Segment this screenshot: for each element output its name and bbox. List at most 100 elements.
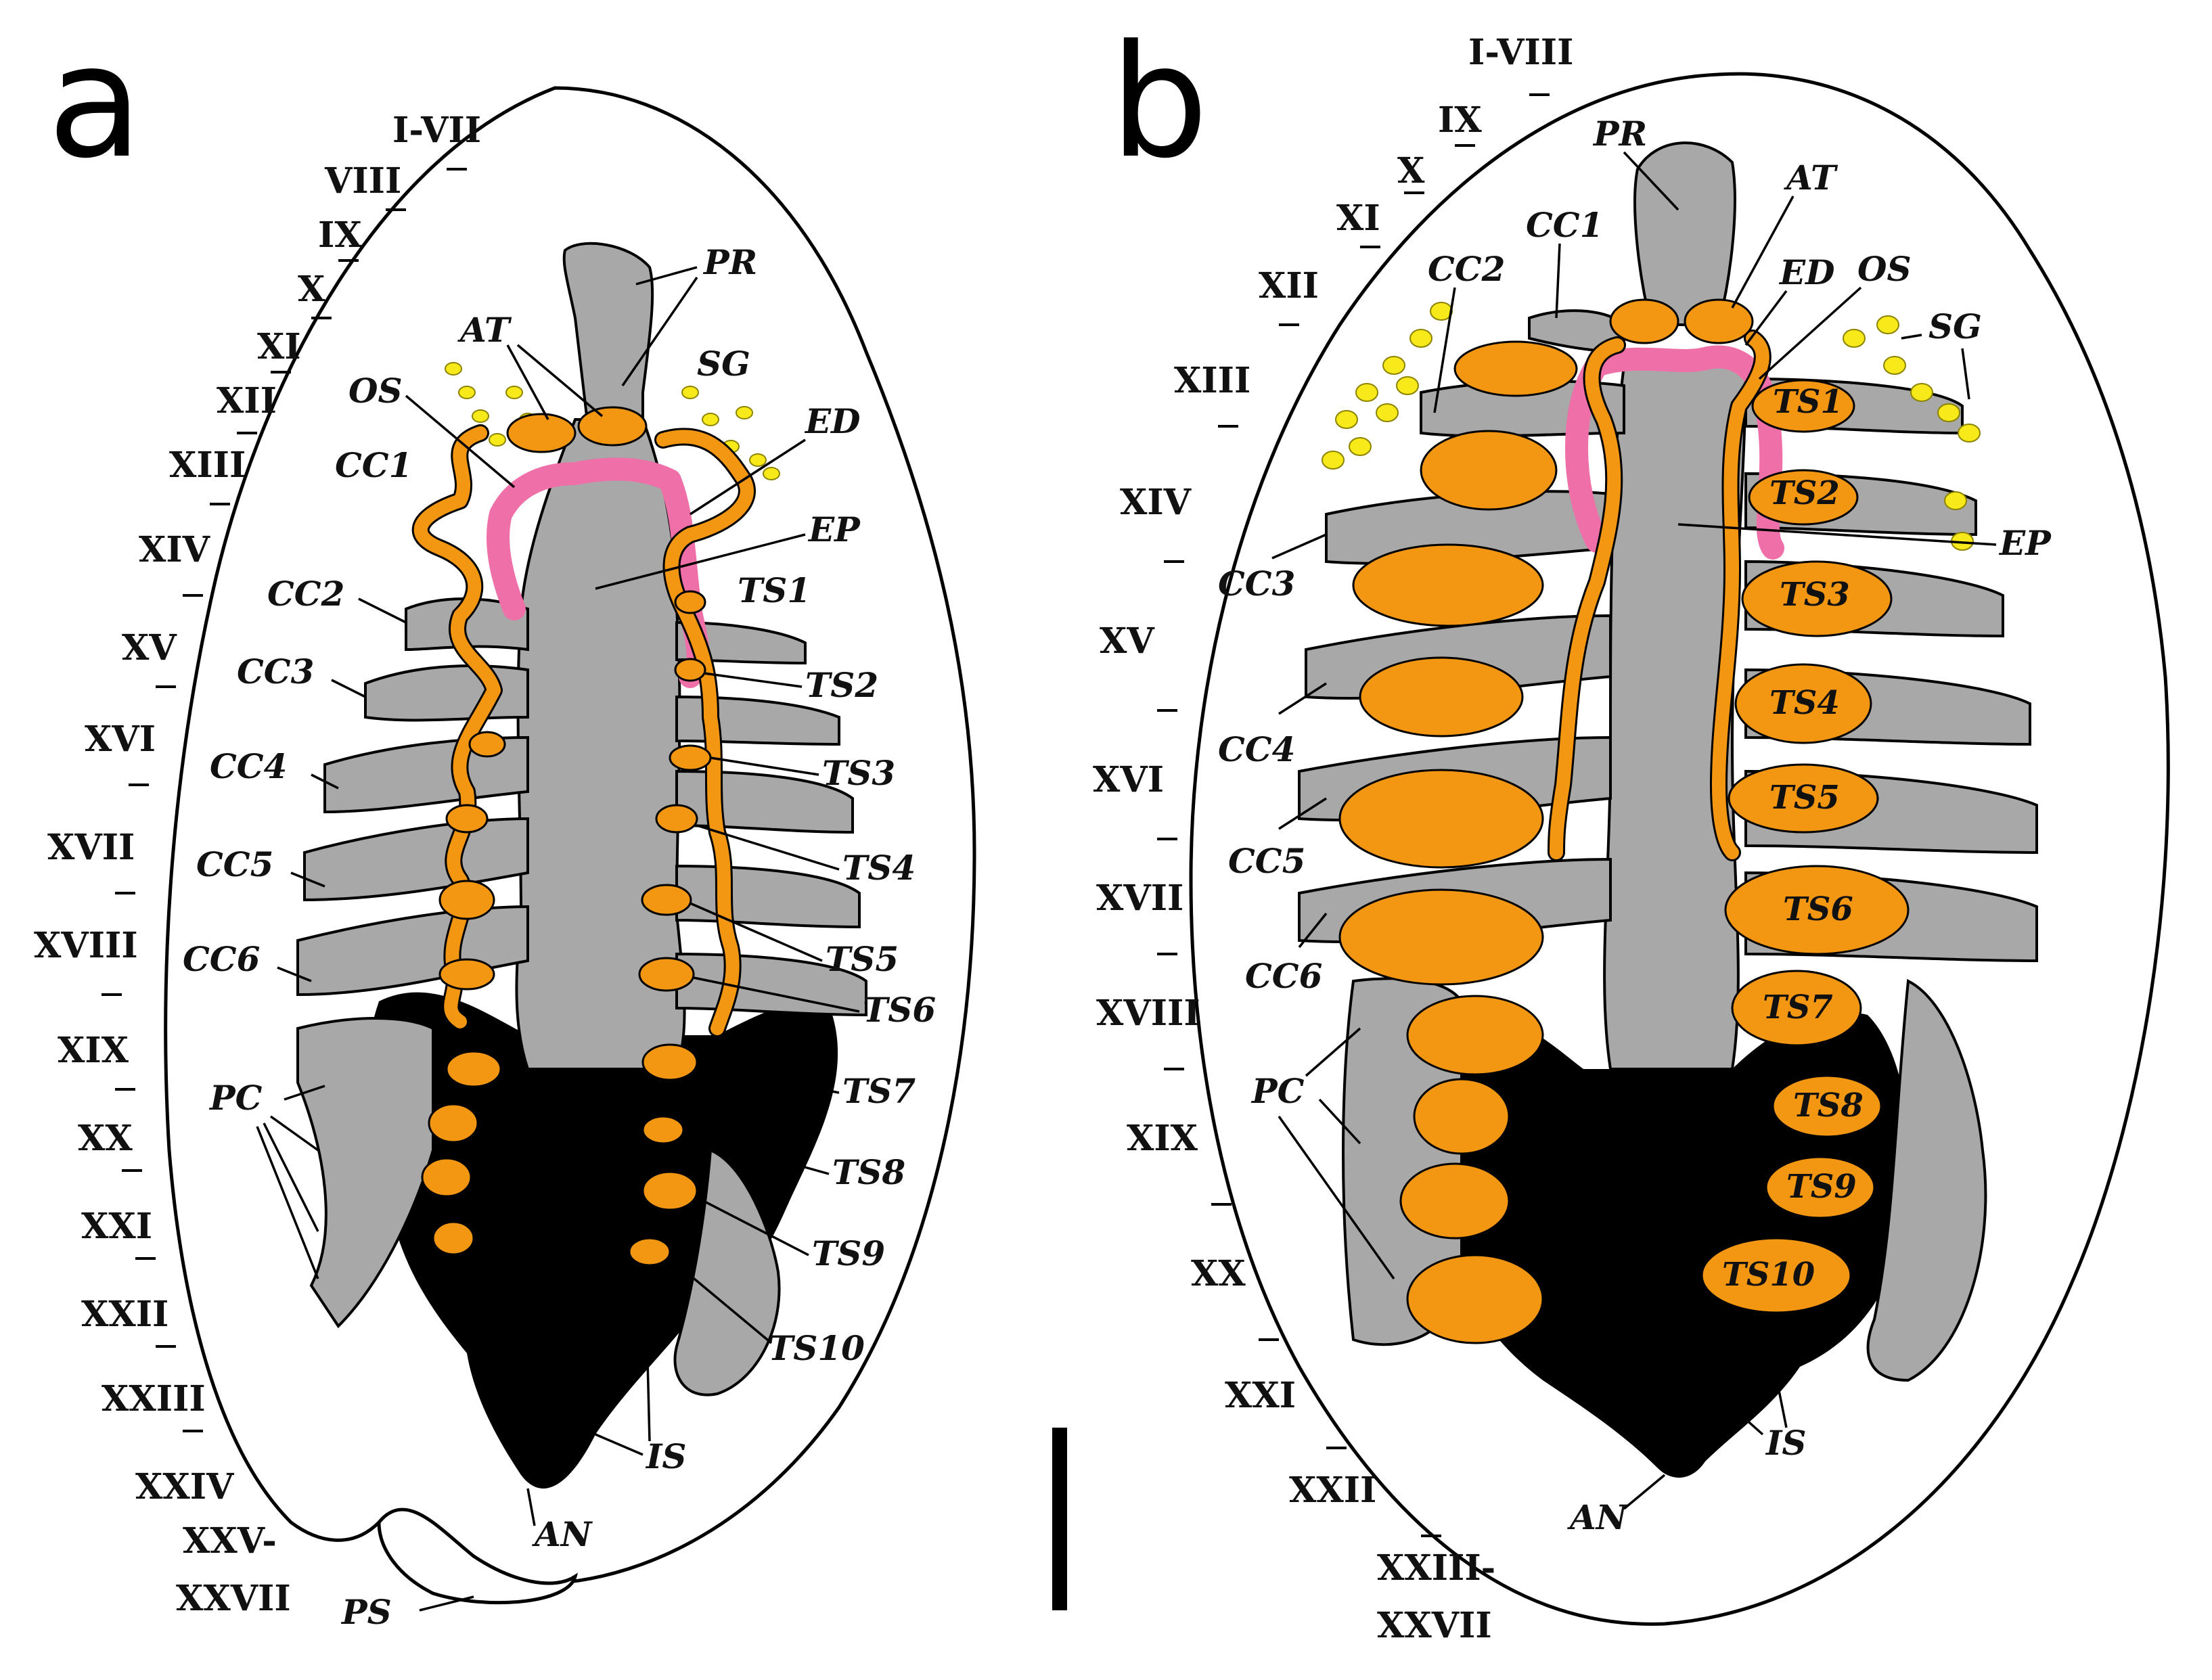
left-ganglion [1420,430,1558,511]
segment-label: XX [78,1118,133,1159]
segment-label: XVIII [1096,993,1200,1034]
label-ts9: TS9 [812,1233,885,1273]
left-ganglion [1406,995,1544,1076]
left-ganglion [438,958,495,991]
label-ts8: TS8 [832,1152,905,1192]
cc-process [405,597,529,652]
left-ganglion [1399,1162,1510,1240]
panel-b-letter: b [1110,12,1209,193]
salivary-gland-cell [1376,403,1399,422]
segment-label: XI [1336,198,1380,239]
label-at: AT [457,310,512,350]
label-ts5: TS5 [826,939,899,979]
panel-a: a [34,12,976,1632]
segment-label: XXVII [176,1578,291,1619]
ts5-ganglion [641,884,692,916]
ts1-ganglion [1751,379,1855,433]
segment-label: IX [1438,99,1482,141]
label-cc6: CC6 [1245,956,1322,996]
ts9-ganglion [1765,1156,1876,1219]
label-ep: EP [807,509,861,549]
segment-label: XIII [1174,360,1250,401]
segment-label: XII [217,380,277,422]
salivary-gland-cell [1937,403,1960,422]
ts4-ganglion [1734,663,1872,744]
left-ganglion [432,1221,475,1256]
salivary-gland-cell [445,362,462,376]
label-cc5: CC5 [196,844,273,884]
segment-label: XXII [81,1294,168,1335]
leader-line [1271,533,1327,560]
label-cc6: CC6 [183,939,260,979]
segment-label: XX [1191,1253,1246,1294]
ts3-ganglion [1741,560,1893,637]
left-ganglion [468,731,506,758]
leader-line [331,679,366,698]
supraesophageal-ganglion [506,413,577,453]
ts9-ganglion [641,1171,698,1211]
panel-a-ganglia [421,406,712,1267]
label-os: OS [348,371,403,411]
segment-label: X [1397,150,1425,191]
ts3-ganglion [669,744,712,771]
segment-label: XXV- [183,1520,277,1562]
segment-label: XV [122,627,177,668]
label-sg: SG [1928,307,1982,346]
leader-line [1901,334,1922,340]
label-ts6: TS6 [1783,890,1853,928]
leader-line [693,976,860,1013]
label-ts10: TS10 [768,1328,865,1368]
label-ps: PS [340,1592,392,1632]
leader-line [358,597,407,624]
leader-line [506,344,549,420]
salivary-gland-cell [763,467,780,480]
segment-label: XXIII [101,1378,206,1420]
leader-line [256,1126,319,1279]
leader-line [1961,348,1970,400]
ts7-ganglion [1731,970,1862,1047]
leader-line [595,533,806,590]
salivary-gland-cell [1843,329,1866,348]
leader-line [516,344,604,417]
left-ganglion [1413,1078,1510,1155]
label-ts10: TS10 [1722,1256,1815,1294]
label-ts9: TS9 [1786,1168,1857,1206]
label-cc4: CC4 [210,746,287,786]
salivary-gland-cell [1409,329,1432,348]
salivary-gland-cell [489,433,506,447]
supraesophageal-ganglion [1609,298,1679,344]
salivary-gland-cell [1876,315,1899,334]
panel-b-ganglia [1338,298,1910,1344]
ts5-ganglion [1728,763,1879,834]
left-ganglion [1338,769,1544,869]
ts10-ganglion [628,1237,671,1267]
leader-line [1433,287,1456,413]
label-ep: EP [1998,523,2052,563]
label-os: OS [1857,249,1912,289]
label-pc: PC [1250,1071,1305,1111]
segment-label: XII [1259,265,1319,307]
leader-line [419,1595,474,1612]
label-ts6: TS6 [863,990,936,1030]
ts2-ganglion [674,658,706,682]
leader-line [683,1132,830,1175]
label-is: IS [645,1436,687,1476]
leader-line [1318,1098,1361,1145]
leader-line [696,1196,809,1256]
salivary-gland-cell [1883,356,1906,375]
leader-line [311,773,339,790]
leader-line [696,1064,840,1094]
segment-label: XIV [1120,482,1192,523]
label-an: AN [532,1514,593,1554]
panel-a-salivary-glands [445,362,780,480]
panel-a-posterior-mass [364,992,838,1489]
left-ganglion [1359,656,1524,737]
salivary-gland-cell [1335,410,1358,429]
label-cc1: CC1 [335,445,412,485]
label-at: AT [1784,158,1838,198]
panel-b-connective-left [1550,338,1624,859]
left-ganglion [1352,543,1544,627]
leader-line [1298,912,1328,949]
leader-line [635,266,698,286]
cc-process [303,817,529,902]
